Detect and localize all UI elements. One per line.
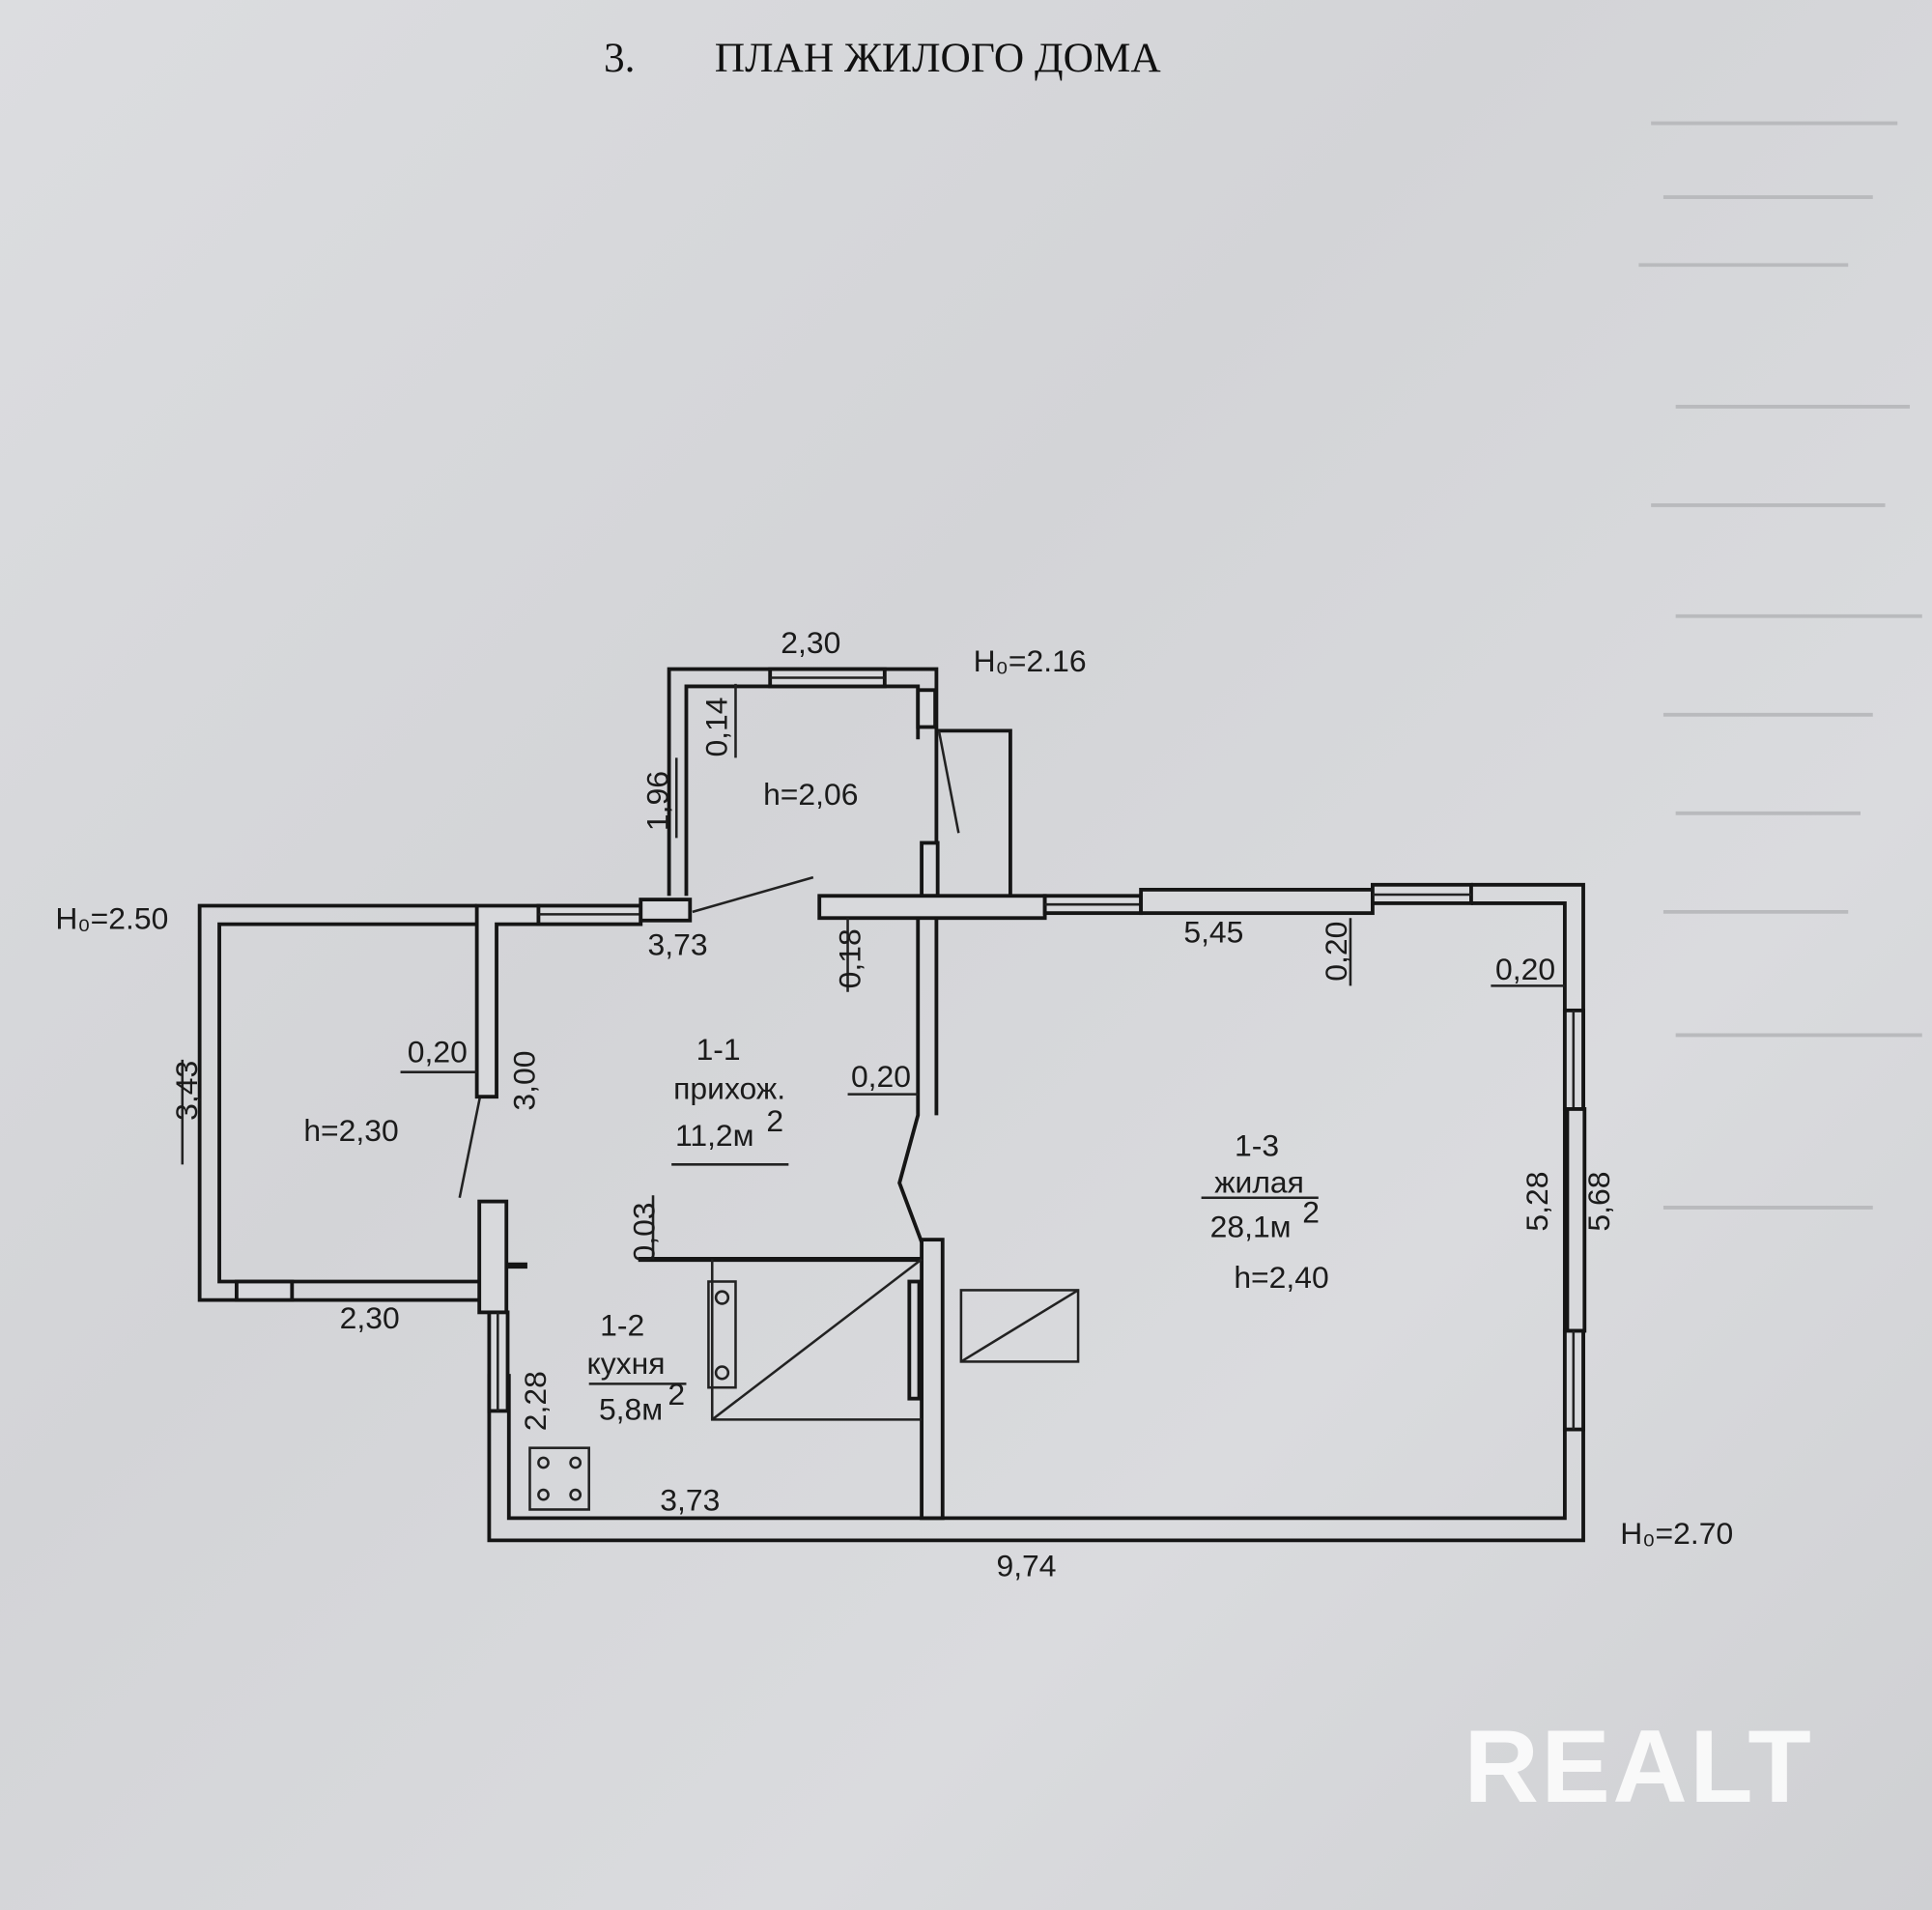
dim-living-depth-outer: 5,68 (1581, 1172, 1616, 1232)
dim-left-room-width: 2,30 (340, 1300, 400, 1335)
dim-wall-020-left: 0,20 (408, 1034, 468, 1069)
room-area-sup: 2 (1302, 1194, 1320, 1229)
dim-porch-depth: 1,96 (639, 771, 674, 831)
left-room-height: h=2,30 (303, 1113, 398, 1148)
room-1-2-label: 1-2 кухня 5,8м 2 (586, 1308, 685, 1427)
hall-walls (474, 894, 1047, 1243)
room-name: кухня (586, 1346, 665, 1381)
h0-porch: H₀=2.16 (974, 643, 1087, 678)
left-room-door-swing (458, 1094, 482, 1199)
stair-diagonal (711, 1258, 923, 1421)
dim-porch-wall: 0,14 (699, 698, 734, 757)
room-area: 28,1м (1210, 1210, 1292, 1244)
room-id: 1-1 (696, 1032, 741, 1067)
dim-kitchen-depth: 2,28 (518, 1371, 553, 1431)
dim-hall-depth: 3,00 (507, 1051, 542, 1111)
left-room-walls (197, 903, 490, 1302)
dim-wall-020-hall: 0,20 (851, 1059, 911, 1094)
entry-door-swing (692, 875, 814, 914)
sink-icon (707, 1280, 737, 1389)
realt-watermark-logo: REALT (1463, 1708, 1813, 1824)
room-1-1-label: 1-1 прихож. 11,2м 2 (673, 1032, 785, 1153)
room-height: h=2,40 (1234, 1260, 1328, 1295)
room-name: прихож. (673, 1071, 785, 1106)
show-through-marks (1638, 121, 1922, 1210)
room-area: 5,8м (599, 1391, 663, 1426)
page-title: ПЛАН ЖИЛОГО ДОМА (715, 35, 1161, 81)
dim-wall-020-top: 0,20 (1319, 922, 1353, 982)
room-1-3-label: 1-3 жилая 28,1м 2 h=2,40 (1210, 1127, 1329, 1294)
dim-wall-020-right: 0,20 (1495, 952, 1555, 986)
stove-icon (528, 1446, 590, 1511)
room-name: жилая (1214, 1165, 1304, 1200)
dim-hall-width-top: 3,73 (648, 927, 708, 962)
main-walls (477, 882, 1587, 1543)
room-area: 11,2м (675, 1118, 754, 1153)
dim-living-depth-inner: 5,28 (1520, 1172, 1554, 1232)
fixtures (528, 1258, 1080, 1511)
porch-door-swing (937, 730, 960, 834)
porch-height: h=2,06 (763, 777, 858, 812)
h0-left: H₀=2.50 (55, 901, 168, 936)
dim-left-room-depth: 3,43 (169, 1061, 204, 1121)
furnace-icon (959, 1289, 1080, 1363)
dim-kitchen-width: 3,73 (660, 1483, 720, 1518)
room-id: 1-3 (1235, 1127, 1279, 1162)
h0-main: H₀=2.70 (1620, 1516, 1733, 1551)
dimension-leaders (181, 683, 1565, 1385)
room-area-sup: 2 (668, 1377, 685, 1411)
room-area-sup: 2 (766, 1103, 783, 1138)
dim-porch-width: 2,30 (781, 625, 840, 660)
section-number: 3. (604, 35, 636, 81)
dim-wall-018: 0,18 (832, 928, 867, 988)
dim-total-width: 9,74 (996, 1548, 1056, 1582)
dim-wall-003: 0,03 (626, 1202, 661, 1262)
room-id: 1-2 (600, 1308, 644, 1343)
dim-living-width: 5,45 (1183, 915, 1243, 950)
